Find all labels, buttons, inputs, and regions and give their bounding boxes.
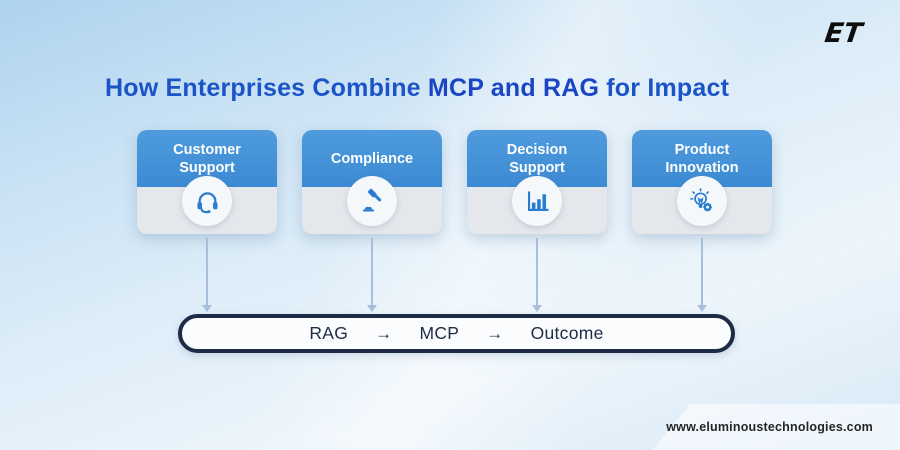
use-case-cards: Customer Support Compliance (137, 130, 772, 234)
card-customer-support: Customer Support (137, 130, 277, 234)
brand-logo: ET (822, 18, 865, 49)
connector-arrow-down (531, 238, 543, 312)
arrow-head (202, 305, 212, 312)
arrow-head (697, 305, 707, 312)
bar-chart-icon (512, 176, 562, 226)
flow-step-outcome: Outcome (530, 323, 604, 343)
lightbulb-gear-icon (677, 176, 727, 226)
website-url: www.eluminoustechnologies.com (666, 420, 873, 434)
arrow-shaft (206, 238, 208, 305)
page-title: How Enterprises Combine MCP and RAG for … (105, 74, 729, 103)
title-prefix: How Enterprises Combine (105, 74, 428, 102)
footer-band (652, 404, 900, 450)
flow-pipeline-pill: RAG → MCP → Outcome (178, 314, 735, 353)
title-highlight: MCP and RAG (427, 74, 600, 102)
arrow-head (532, 305, 542, 312)
gavel-icon (347, 176, 397, 226)
connector-arrow-down (366, 238, 378, 312)
card-label: Product Innovation (665, 141, 739, 176)
right-arrow-icon: → (486, 323, 504, 343)
card-header: Decision Support (467, 130, 607, 187)
headset-icon (182, 176, 232, 226)
flow-step-rag: RAG (309, 323, 349, 343)
flow-step-mcp: MCP (419, 323, 460, 343)
card-label: Compliance (330, 150, 414, 167)
arrow-shaft (371, 238, 373, 305)
card-label: Decision Support (506, 141, 568, 176)
card-header: Compliance (302, 130, 442, 187)
title-suffix: for Impact (599, 74, 730, 102)
connector-arrow-down (201, 238, 213, 312)
right-arrow-icon: → (375, 323, 393, 343)
arrow-shaft (536, 238, 538, 305)
arrow-head (367, 305, 377, 312)
connector-arrow-down (696, 238, 708, 312)
card-compliance: Compliance (302, 130, 442, 234)
card-label: Customer Support (173, 141, 241, 176)
card-product-innovation: Product Innovation (632, 130, 772, 234)
card-decision-support: Decision Support (467, 130, 607, 234)
arrow-shaft (701, 238, 703, 305)
